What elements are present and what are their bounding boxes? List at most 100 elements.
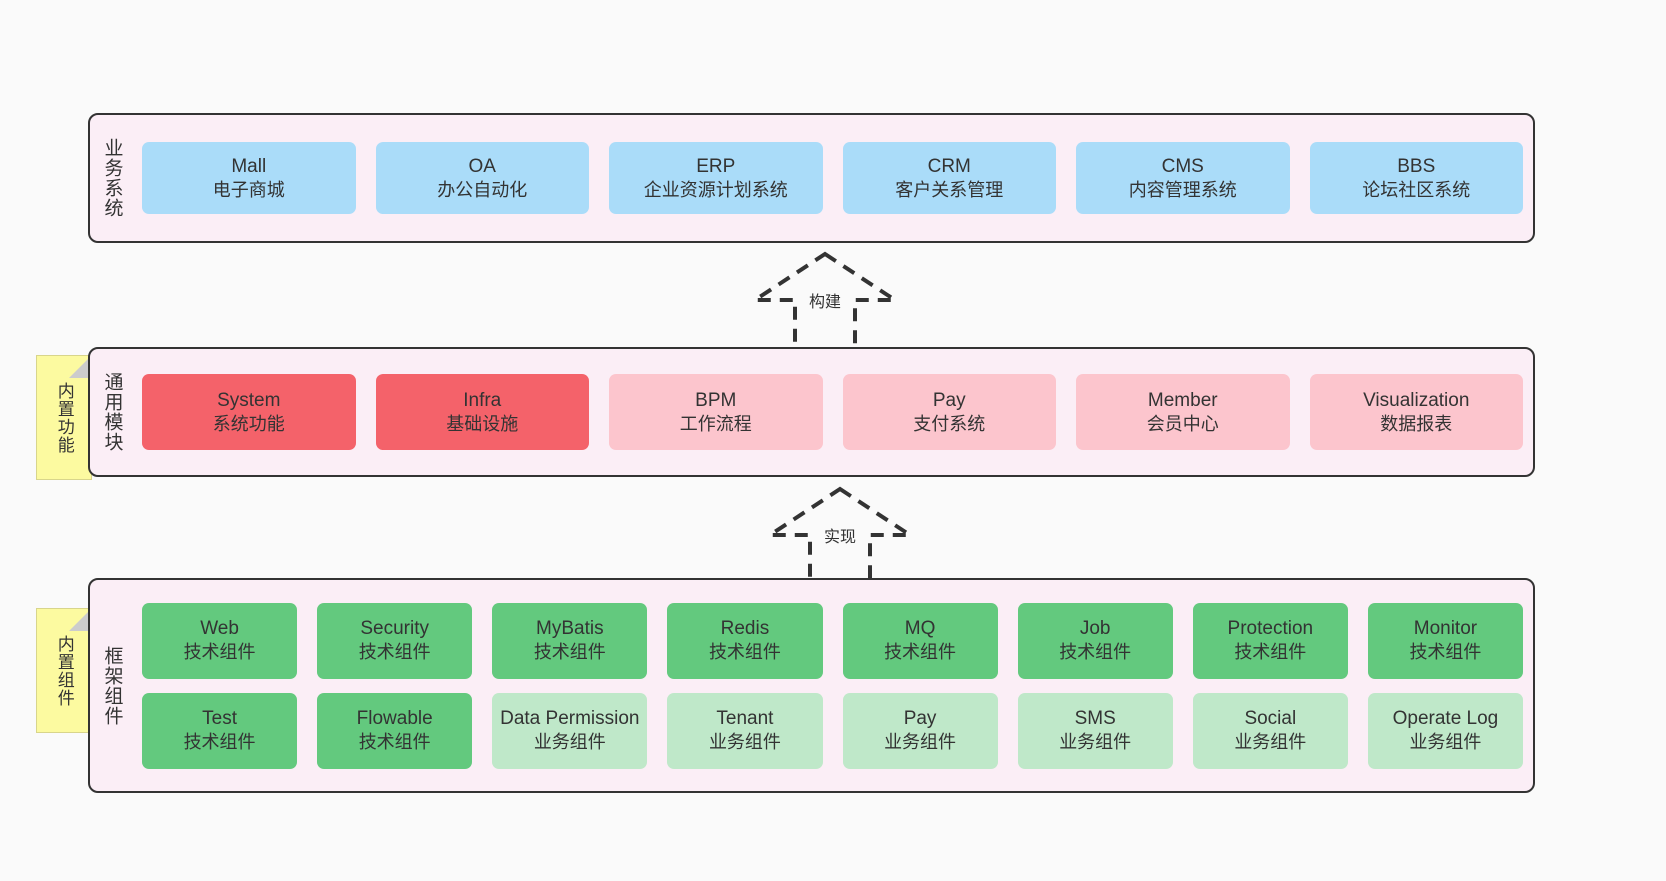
business-card-mall[interactable]: Mall 电子商城 [142,142,356,214]
common-card-infra[interactable]: Infra 基础设施 [375,374,589,450]
card-title: CMS [1161,155,1204,177]
card-subtitle: 业务组件 [1409,732,1482,753]
layer-title-business: 业务系统 [101,138,123,218]
card-subtitle: 数据报表 [1380,413,1453,434]
card-subtitle: 客户关系管理 [895,179,1004,200]
framework-card-job[interactable]: Job 技术组件 [1017,602,1173,679]
business-card-cms[interactable]: CMS 内容管理系统 [1076,142,1290,214]
card-title: Social [1244,708,1297,730]
card-title: Job [1079,618,1111,640]
card-subtitle: 电子商城 [212,179,285,200]
framework-row-biz: Test 技术组件 Flowable 技术组件 Data Permission … [142,692,1523,769]
common-card-pay[interactable]: Pay 支付系统 [842,374,1056,450]
framework-card-tenant[interactable]: Tenant 业务组件 [667,692,823,769]
card-subtitle: 技术组件 [358,732,431,753]
framework-card-mybatis[interactable]: MyBatis 技术组件 [492,602,648,679]
card-title: Member [1147,389,1218,411]
framework-card-monitor[interactable]: Monitor 技术组件 [1367,602,1523,679]
layer-body-business: Mall 电子商城 OA 办公自动化 ERP 企业资源计划系统 CRM 客户关系… [132,115,1533,241]
card-title: Mall [231,155,267,177]
card-title: MQ [904,618,936,640]
card-subtitle: 业务组件 [884,732,957,753]
business-card-crm[interactable]: CRM 客户关系管理 [842,142,1056,214]
arrow-build: 构建 [745,250,905,352]
card-subtitle: 工作流程 [679,413,752,434]
card-subtitle: 支付系统 [913,413,986,434]
card-subtitle: 业务组件 [533,732,606,753]
card-subtitle: 业务组件 [1059,732,1132,753]
common-card-visualization[interactable]: Visualization 数据报表 [1309,374,1523,450]
card-title: Operate Log [1392,708,1499,730]
common-row: System 系统功能 Infra 基础设施 BPM 工作流程 Pay 支付系统… [142,374,1523,450]
card-subtitle: 企业资源计划系统 [643,179,788,200]
card-title: System [217,389,281,411]
layer-title-framework: 框架组件 [101,645,123,726]
card-subtitle: 技术组件 [358,642,431,663]
card-subtitle: 会员中心 [1146,413,1219,434]
business-card-oa[interactable]: OA 办公自动化 [375,142,589,214]
framework-card-sms[interactable]: SMS 业务组件 [1017,692,1173,769]
card-subtitle: 技术组件 [1409,642,1482,663]
business-card-bbs[interactable]: BBS 论坛社区系统 [1309,142,1523,214]
card-title: Infra [463,389,502,411]
framework-card-pay[interactable]: Pay 业务组件 [842,692,998,769]
card-title: Data Permission [500,708,640,730]
framework-card-security[interactable]: Security 技术组件 [317,602,473,679]
card-title: Test [202,708,237,730]
framework-card-test[interactable]: Test 技术组件 [142,692,298,769]
card-title: Pay [932,389,966,411]
card-title: ERP [696,155,736,177]
card-title: Security [360,618,429,640]
note-builtin-features: 内置功能 [36,355,92,480]
common-card-system[interactable]: System 系统功能 [142,374,356,450]
card-subtitle: 技术组件 [1234,642,1307,663]
framework-row-tech: Web 技术组件 Security 技术组件 MyBatis 技术组件 Redi… [142,602,1523,679]
card-subtitle: 办公自动化 [437,179,528,200]
layer-common-modules: 通用模块 System 系统功能 Infra 基础设施 BPM 工作流程 Pay… [88,347,1535,477]
arrow-realize-label: 实现 [823,529,856,546]
layer-title-common: 通用模块 [101,372,123,452]
card-title: BBS [1397,155,1436,177]
business-row: Mall 电子商城 OA 办公自动化 ERP 企业资源计划系统 CRM 客户关系… [142,142,1523,214]
layer-body-framework: Web 技术组件 Security 技术组件 MyBatis 技术组件 Redi… [132,580,1533,791]
card-title: Tenant [716,708,774,730]
arrow-build-label: 构建 [808,294,841,311]
card-title: MyBatis [536,618,604,640]
framework-card-operate-log[interactable]: Operate Log 业务组件 [1367,692,1523,769]
card-subtitle: 业务组件 [708,732,781,753]
card-title: Web [200,618,239,640]
framework-card-protection[interactable]: Protection 技术组件 [1192,602,1348,679]
card-subtitle: 技术组件 [183,642,256,663]
common-card-bpm[interactable]: BPM 工作流程 [609,374,823,450]
note-label: 内置功能 [54,381,74,454]
framework-card-redis[interactable]: Redis 技术组件 [667,602,823,679]
card-subtitle: 业务组件 [1234,732,1307,753]
card-subtitle: 技术组件 [1059,642,1132,663]
common-card-member[interactable]: Member 会员中心 [1076,374,1290,450]
framework-card-mq[interactable]: MQ 技术组件 [842,602,998,679]
card-title: Flowable [356,708,433,730]
card-title: BPM [695,389,737,411]
card-title: OA [468,155,496,177]
card-subtitle: 系统功能 [212,413,285,434]
note-label: 内置组件 [54,634,74,707]
business-card-erp[interactable]: ERP 企业资源计划系统 [609,142,823,214]
framework-card-web[interactable]: Web 技术组件 [142,602,298,679]
card-title: CRM [927,155,971,177]
card-title: Pay [903,708,937,730]
framework-card-data-permission[interactable]: Data Permission 业务组件 [492,692,648,769]
card-title: Redis [720,618,770,640]
card-subtitle: 技术组件 [884,642,957,663]
arrow-realize: 实现 [760,485,920,587]
framework-card-social[interactable]: Social 业务组件 [1192,692,1348,769]
card-title: Monitor [1413,618,1478,640]
card-title: SMS [1074,708,1116,730]
layer-business-system: 业务系统 Mall 电子商城 OA 办公自动化 ERP 企业资源计划系统 CRM… [88,113,1535,243]
card-subtitle: 技术组件 [183,732,256,753]
layer-framework-components: 框架组件 Web 技术组件 Security 技术组件 MyBatis 技术组件… [88,578,1535,793]
framework-card-flowable[interactable]: Flowable 技术组件 [317,692,473,769]
card-subtitle: 论坛社区系统 [1362,179,1471,200]
card-title: Visualization [1363,389,1470,411]
card-subtitle: 技术组件 [533,642,606,663]
card-title: Protection [1227,618,1314,640]
